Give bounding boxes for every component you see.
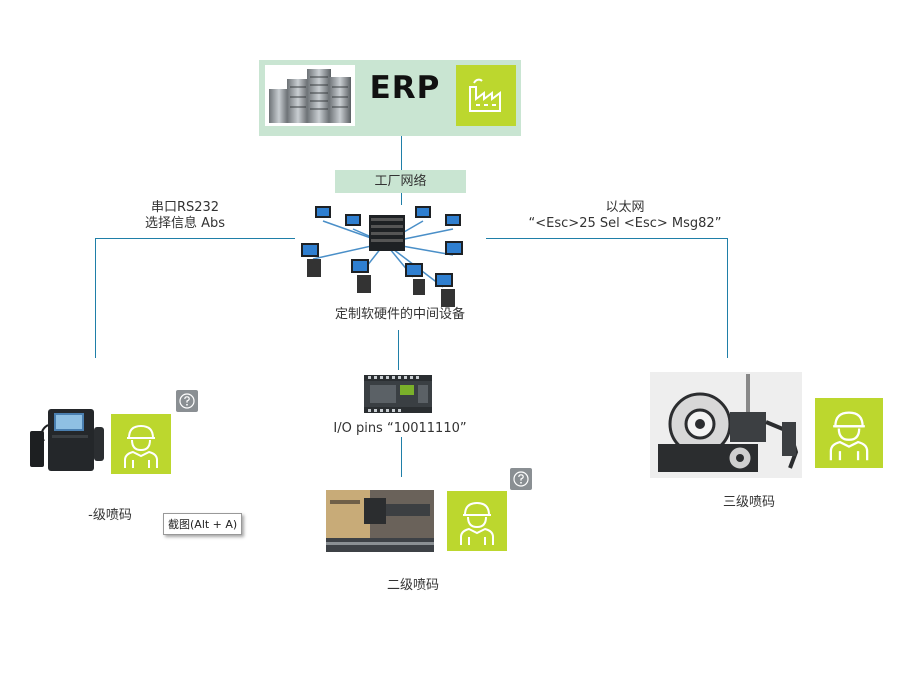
level1-worker-tile: [111, 414, 171, 474]
ethernet-label-line1: 以太网: [605, 200, 645, 215]
worker-icon: [829, 411, 869, 461]
network-computers-icon: [293, 201, 478, 309]
level1-label: -级喷码: [88, 508, 132, 523]
io-module-icon: [362, 371, 434, 417]
level3-worker-tile: [815, 398, 883, 468]
factory-tile: [456, 65, 516, 126]
screenshot-tooltip: 截图(Alt + A): [163, 513, 243, 535]
factory-network-bar: [335, 170, 466, 193]
io-pins-label: I/O pins “10011110”: [333, 421, 467, 436]
left-branch-line: [95, 238, 295, 239]
right-branch-line: [486, 238, 727, 239]
level3-label: 三级喷码: [722, 495, 775, 510]
worker-icon: [124, 424, 158, 468]
factory-to-hub-line: [401, 193, 402, 205]
factory-icon: [469, 78, 501, 112]
right-drop-line: [727, 238, 728, 358]
middleware-label: 定制软硬件的中间设备: [334, 307, 465, 322]
erp-to-factory-line: [401, 114, 402, 170]
serial-label-line2: 选择信息 Abs: [144, 216, 226, 231]
serial-label-line1: 串口RS232: [150, 200, 220, 215]
label-printer-icon: [650, 372, 802, 478]
server-rack-icon: [265, 65, 355, 126]
print-head-icon: [326, 490, 434, 552]
help-icon-level1[interactable]: [176, 390, 198, 412]
level2-worker-tile: [447, 491, 507, 551]
factory-network-label: 工厂网络: [374, 174, 427, 189]
ethernet-label-line2: “<Esc>25 Sel <Esc> Msg82”: [528, 216, 722, 231]
help-icon-level2[interactable]: [510, 468, 532, 490]
inkjet-printer-icon: [28, 401, 108, 475]
worker-icon: [460, 501, 494, 545]
io-to-level2-line: [401, 437, 402, 477]
hub-to-io-line: [398, 330, 399, 370]
level2-label: 二级喷码: [386, 578, 439, 593]
left-drop-line: [95, 238, 96, 358]
erp-title: ERP: [369, 70, 441, 106]
